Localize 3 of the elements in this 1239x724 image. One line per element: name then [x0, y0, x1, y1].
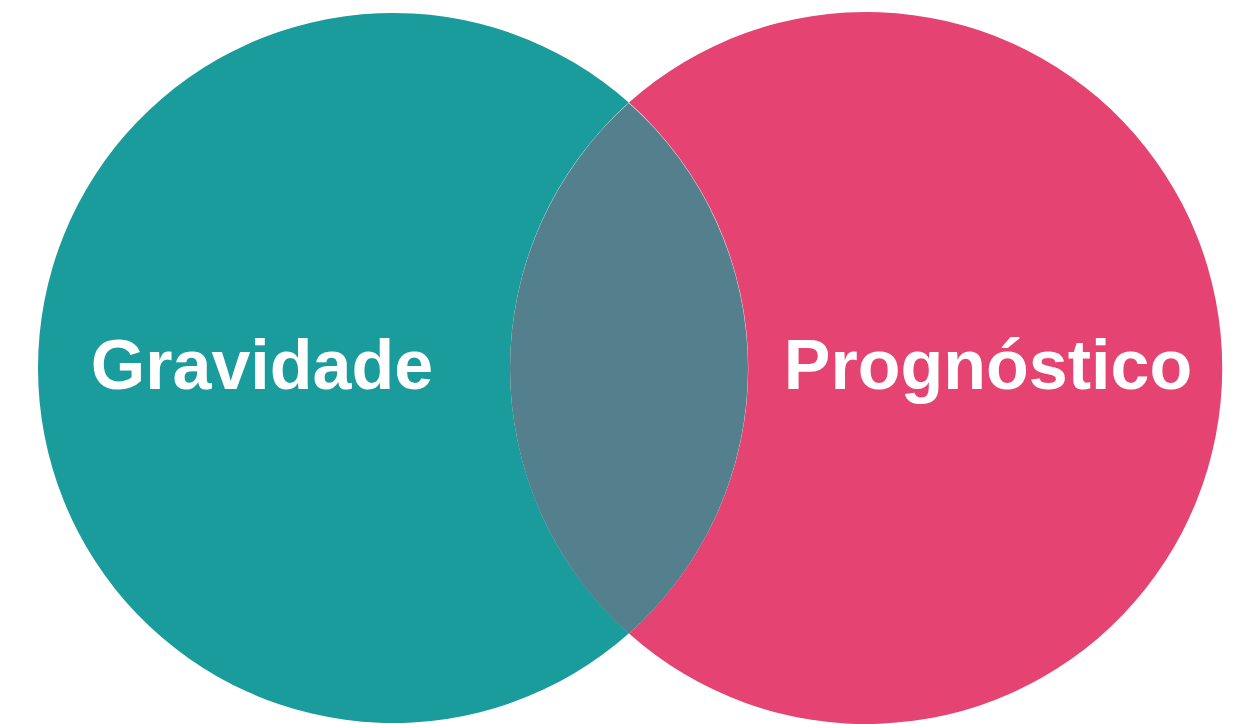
circle-label: Prognóstico	[783, 325, 1193, 405]
circle-label: Gravidade	[90, 325, 434, 405]
overlap-region	[510, 102, 748, 634]
